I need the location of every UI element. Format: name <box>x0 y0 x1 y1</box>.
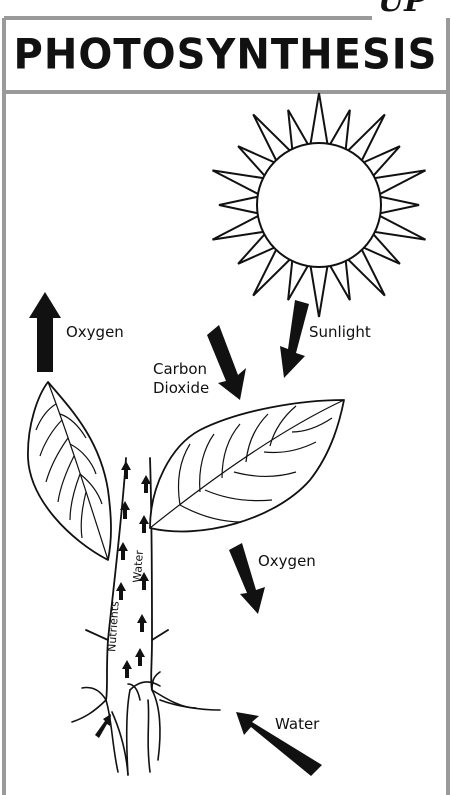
carbon-dioxide-label-line1: Carbon <box>153 360 207 379</box>
carbon-dioxide-label-line2: Dioxide <box>153 379 209 398</box>
root-small-arrow <box>95 714 111 738</box>
oxygen-bottom-label: Oxygen <box>258 552 316 571</box>
stem-water-label: Water <box>131 550 146 583</box>
sunlight-label: Sunlight <box>309 323 371 342</box>
left-leaf <box>28 382 111 560</box>
carbon-dioxide-arrow <box>207 325 246 400</box>
oxygen-up-arrow <box>29 292 61 372</box>
page-frame <box>4 18 448 795</box>
plant-roots <box>72 672 220 775</box>
oxygen-top-label: Oxygen <box>66 323 124 342</box>
page-title: PHOTOSYNTHESIS <box>0 31 451 79</box>
corner-text: UP <box>378 0 427 19</box>
right-leaf <box>150 400 344 531</box>
sunlight-arrow <box>280 300 309 378</box>
water-label: Water <box>275 715 319 734</box>
sun-icon <box>213 93 426 317</box>
